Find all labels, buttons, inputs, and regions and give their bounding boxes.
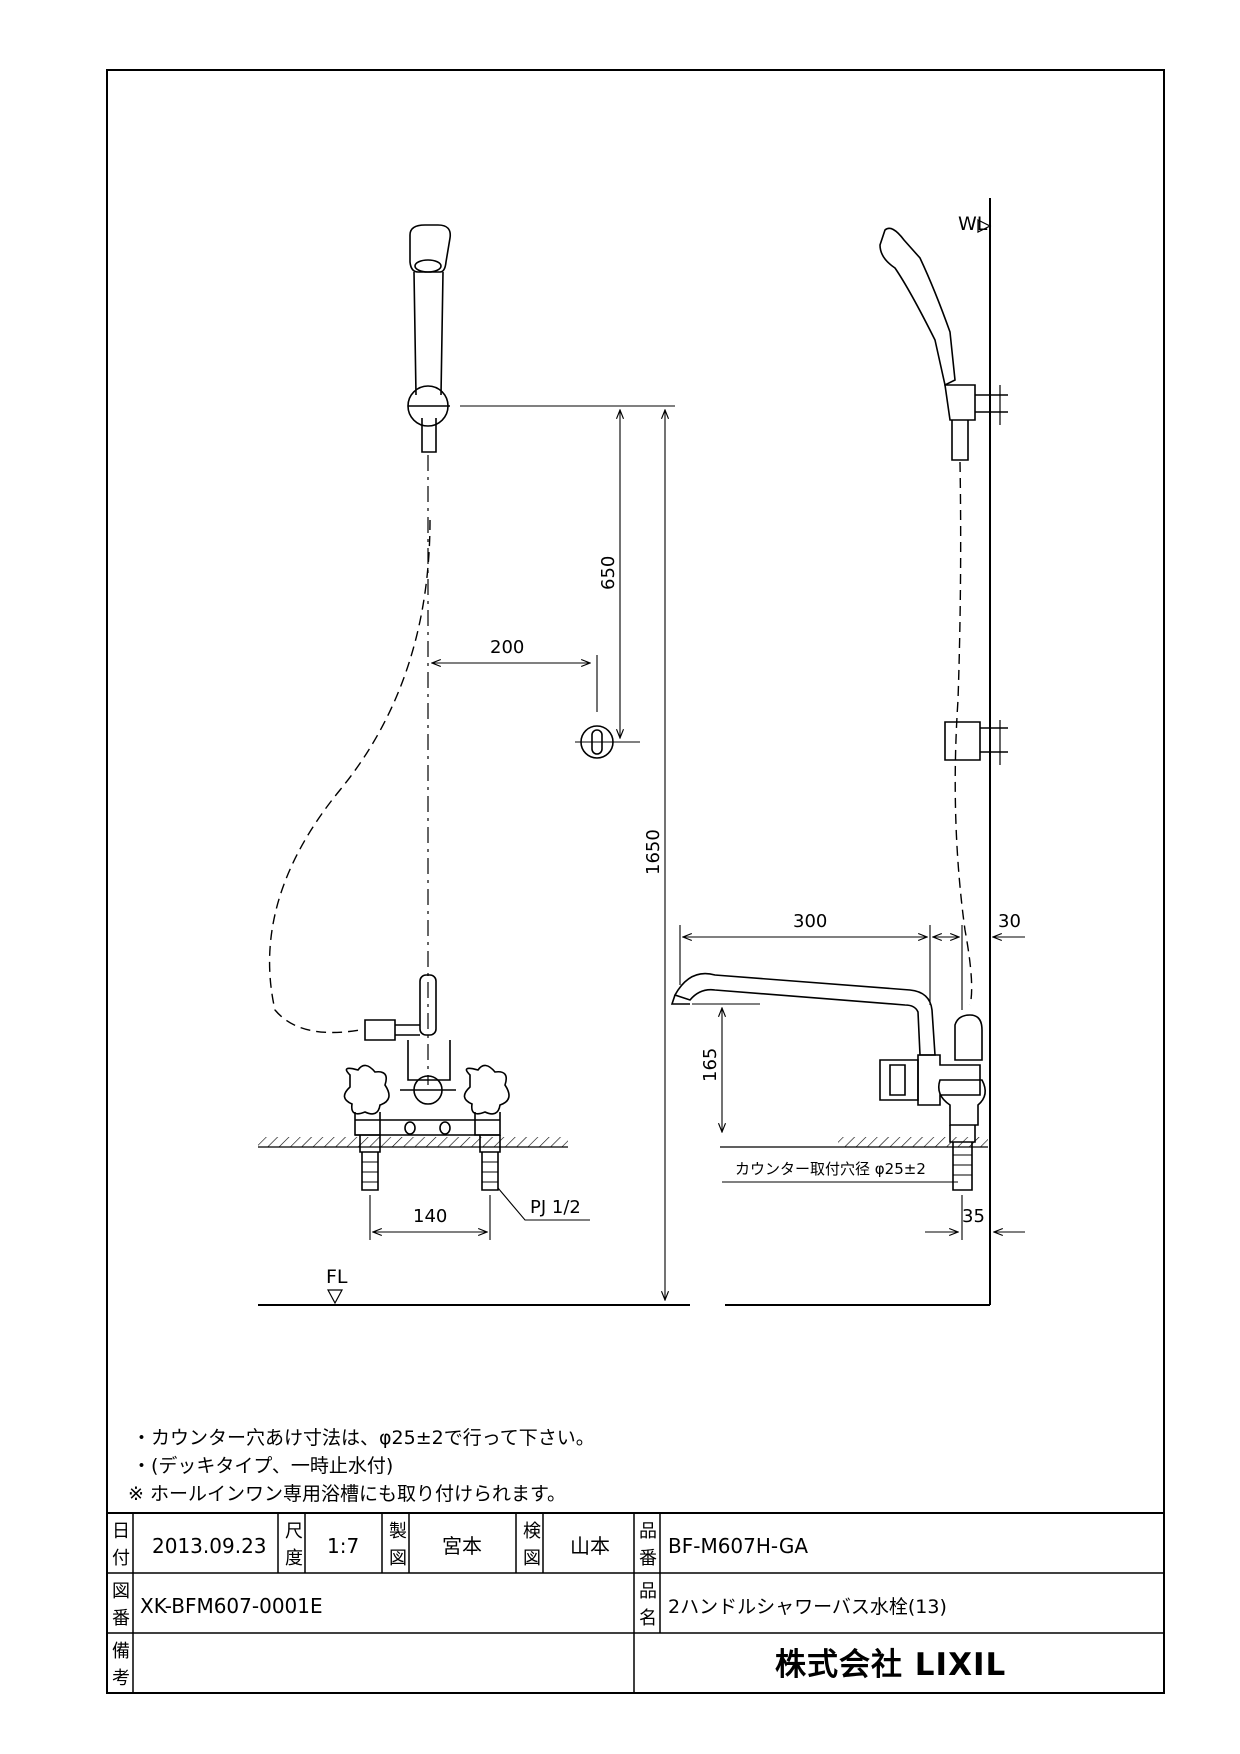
svg-text:名: 名 bbox=[639, 1608, 657, 1629]
shower-head-front bbox=[407, 224, 452, 453]
side-dimensions bbox=[679, 925, 1025, 1240]
svg-text:品: 品 bbox=[639, 1581, 657, 1602]
note-1: ・カウンター穴あけ寸法は、φ25±2で行って下さい。 bbox=[132, 1427, 595, 1449]
title-block-labels: 日 付 尺 度 製 図 検 図 品 番 図 番 品 名 備 考 bbox=[112, 1521, 657, 1689]
svg-text:品: 品 bbox=[639, 1521, 657, 1542]
counter-hole-label: カウンター取付穴径 φ25±2 bbox=[735, 1160, 926, 1178]
svg-text:付: 付 bbox=[112, 1548, 130, 1569]
front-view bbox=[258, 224, 690, 1306]
company-logo: 株式会社 LIXIL bbox=[775, 1647, 1006, 1683]
label-date: 日 bbox=[112, 1521, 130, 1542]
title-block bbox=[107, 1512, 1164, 1693]
product-name-value: 2ハンドルシャワーバス水栓(13) bbox=[668, 1596, 947, 1618]
note-3: ※ ホールインワン専用浴槽にも取り付けられます。 bbox=[128, 1483, 566, 1505]
front-dimensions bbox=[369, 405, 675, 1300]
faucet-body-front bbox=[343, 974, 510, 1191]
dim-200: 200 bbox=[490, 637, 524, 658]
svg-text:番: 番 bbox=[639, 1548, 657, 1569]
fl-label: FL bbox=[326, 1266, 348, 1288]
svg-text:番: 番 bbox=[112, 1608, 130, 1629]
spout-side bbox=[670, 972, 936, 1056]
pj-label: PJ 1/2 bbox=[530, 1197, 581, 1218]
svg-text:度: 度 bbox=[285, 1548, 303, 1569]
svg-text:検: 検 bbox=[523, 1521, 541, 1542]
date-value: 2013.09.23 bbox=[152, 1534, 267, 1558]
drawing-frame bbox=[106, 69, 1165, 1694]
faucet-body-side bbox=[879, 1014, 986, 1191]
drawn-by-value: 宮本 bbox=[442, 1534, 482, 1558]
dim-1650: 1650 bbox=[643, 829, 664, 875]
svg-text:考: 考 bbox=[112, 1668, 130, 1689]
svg-text:図: 図 bbox=[523, 1548, 541, 1569]
product-no-value: BF-M607H-GA bbox=[668, 1534, 808, 1558]
svg-text:備: 備 bbox=[112, 1641, 130, 1662]
shower-hose-side bbox=[954, 461, 973, 1006]
svg-text:図: 図 bbox=[389, 1548, 407, 1569]
counter-front bbox=[258, 1137, 568, 1147]
scale-value: 1:7 bbox=[327, 1534, 359, 1558]
svg-text:製: 製 bbox=[389, 1521, 407, 1542]
shower-hose-front bbox=[268, 519, 431, 1034]
note-2: ・(デッキタイプ、一時止水付) bbox=[132, 1455, 393, 1477]
wl-label: WL bbox=[958, 213, 988, 235]
dim-140: 140 bbox=[413, 1206, 447, 1227]
svg-text:尺: 尺 bbox=[285, 1521, 303, 1542]
dim-30: 30 bbox=[998, 911, 1021, 932]
side-view bbox=[670, 198, 1008, 1306]
counter-side bbox=[838, 1137, 988, 1147]
shower-head-side bbox=[879, 227, 1008, 461]
dim-35: 35 bbox=[962, 1206, 985, 1227]
drawing-no-value: XK-BFM607-0001E bbox=[140, 1594, 323, 1618]
svg-text:図: 図 bbox=[112, 1581, 130, 1602]
dim-300: 300 bbox=[793, 911, 827, 932]
dim-650: 650 bbox=[598, 556, 619, 590]
dim-165: 165 bbox=[700, 1048, 721, 1082]
checked-by-value: 山本 bbox=[570, 1534, 610, 1558]
